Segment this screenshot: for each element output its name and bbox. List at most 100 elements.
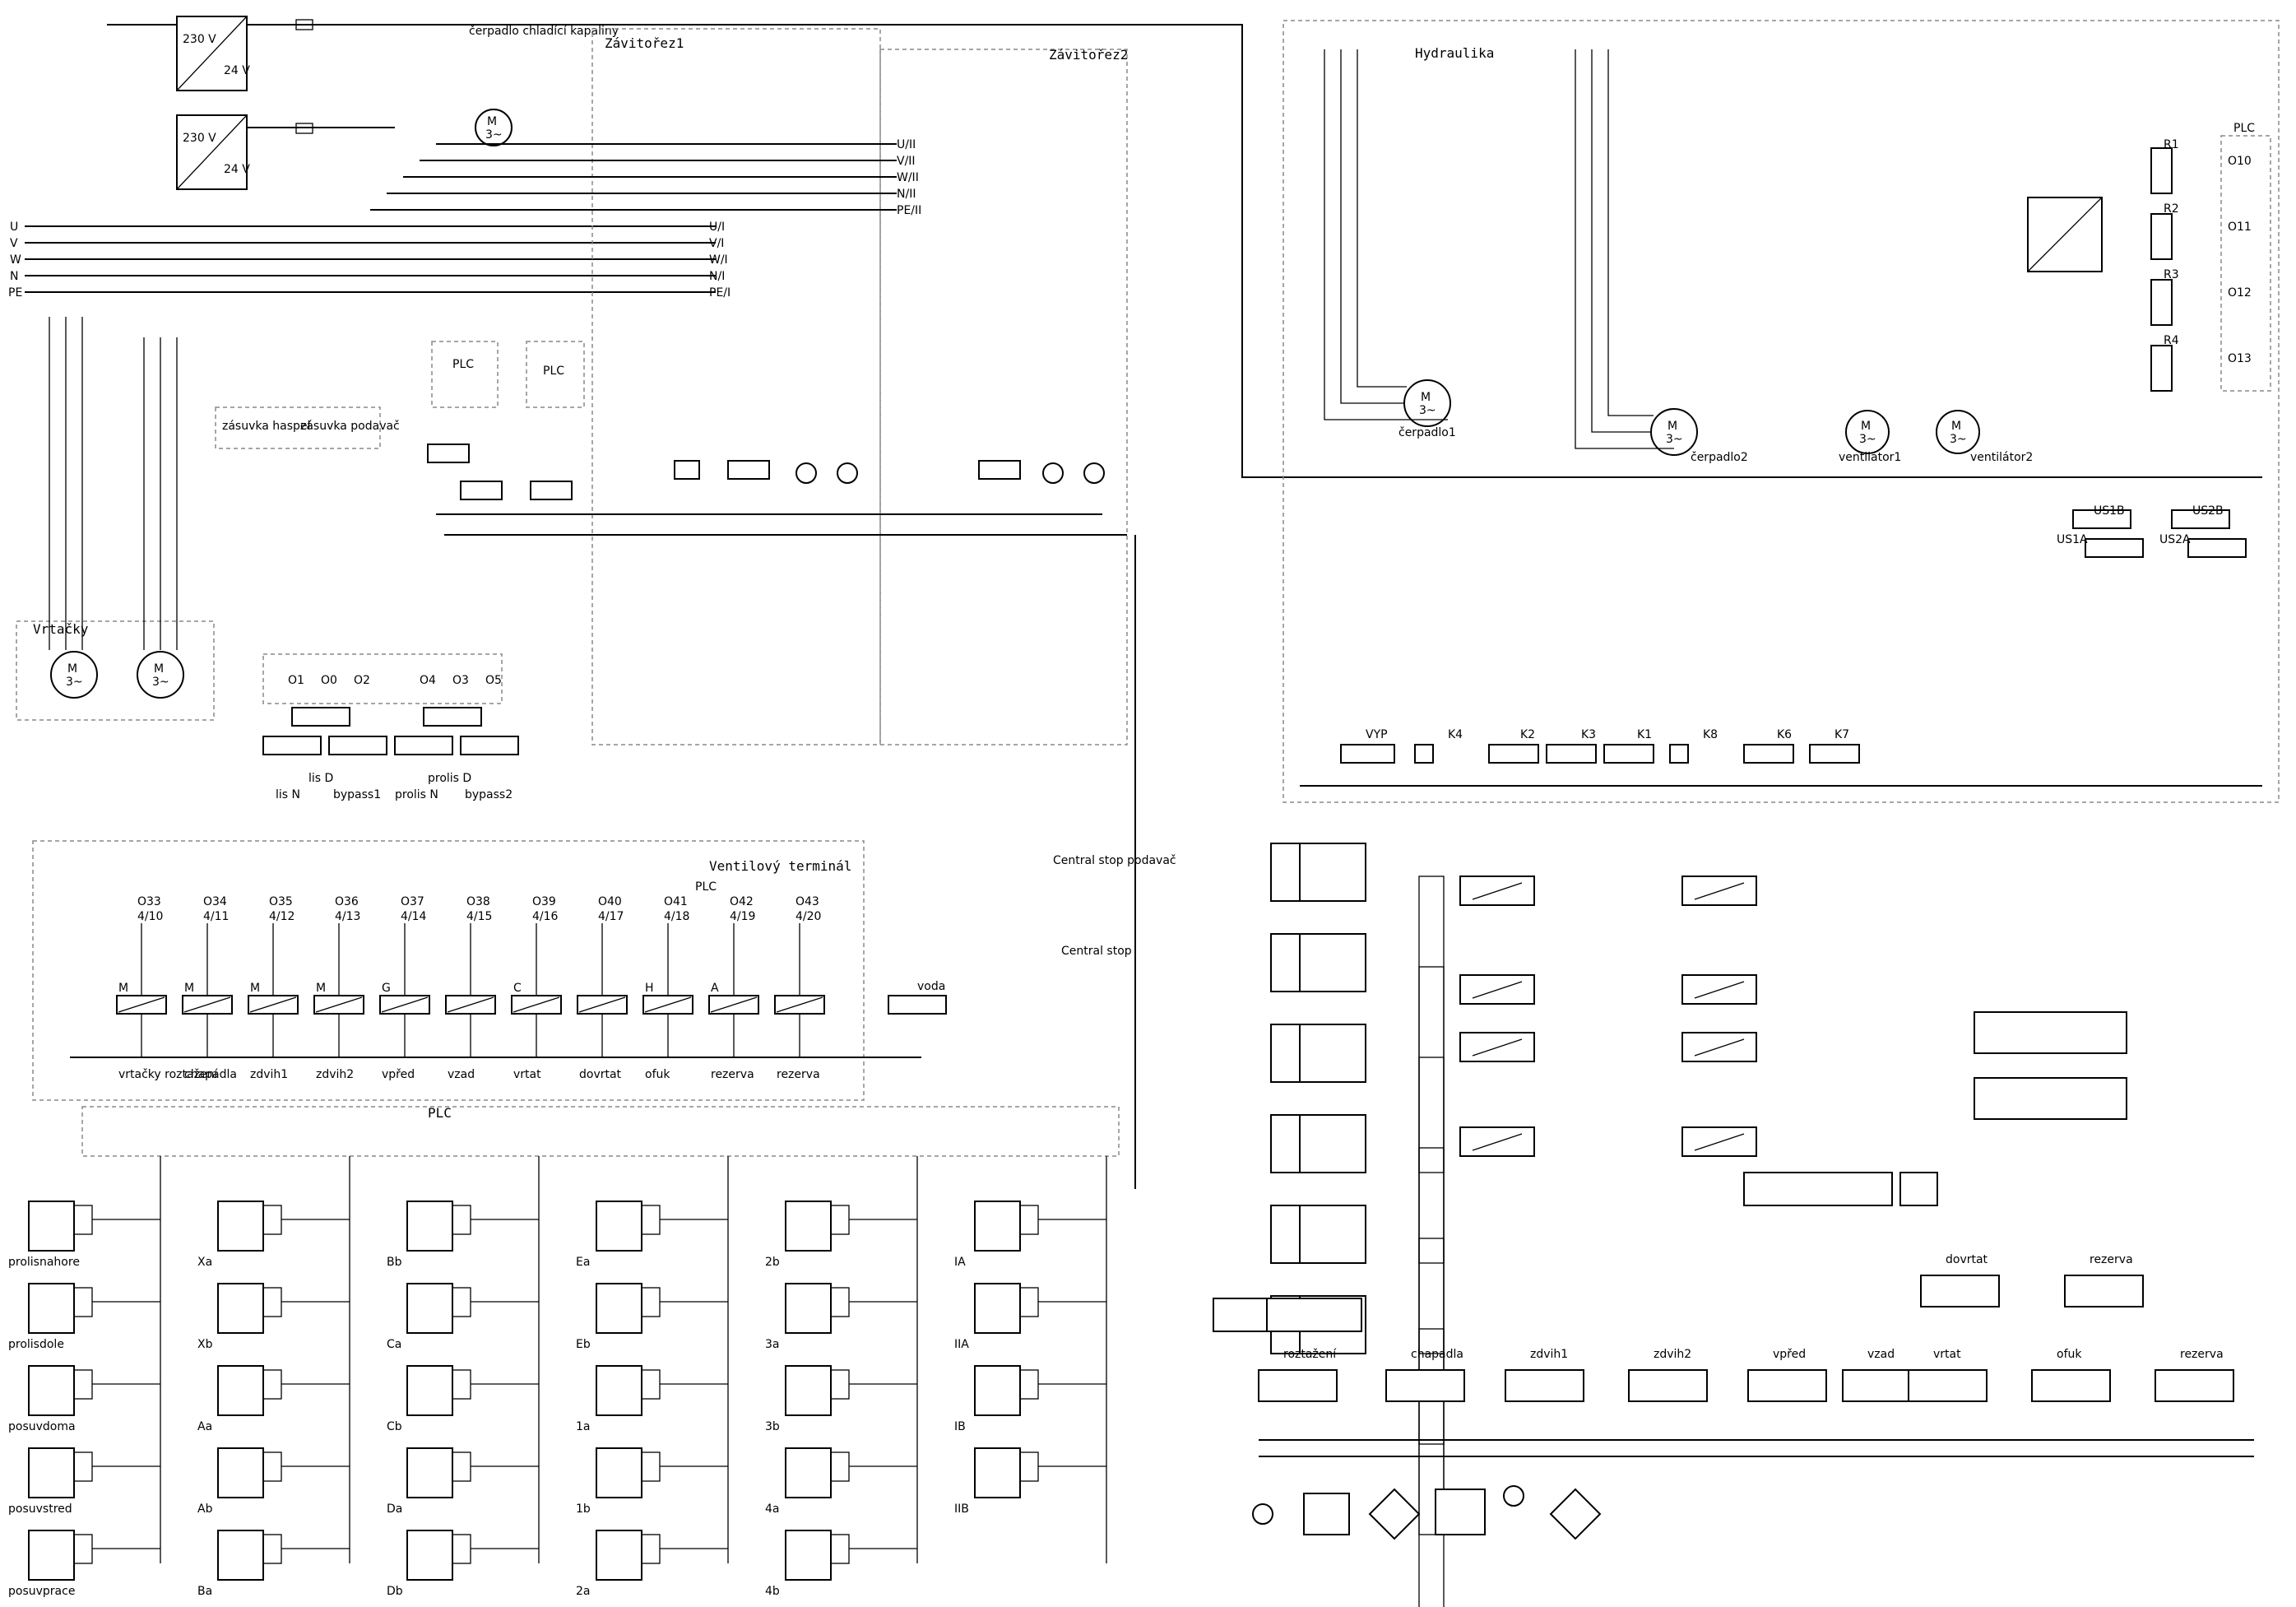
ventil-name: rezerva [711,1068,754,1081]
ventil-output-O40: O40 [598,895,622,908]
sensor-label: 3b [765,1420,780,1433]
svg-text:3~: 3~ [1859,433,1876,446]
rail-label-w: W [10,253,21,267]
pneumatic-valve-label: vzad [1867,1348,1895,1361]
svg-text:3~: 3~ [66,676,83,689]
svg-text:US1A: US1A [2057,533,2088,546]
sensor-block [974,1447,1021,1498]
svg-text:M: M [1421,391,1431,404]
hyd-motor-2: M 3~ čerpadlo2 [1650,408,1748,464]
svg-text:24 V: 24 V [224,64,250,77]
sensor-grid: prolisnahoreprolisdoleposuvdomaposuvstre… [8,1156,1107,1598]
zavitorez1-title: Závitořez1 [605,35,684,51]
svg-text:K8: K8 [1703,728,1718,741]
ventil-ref: 4/14 [401,910,427,923]
rail-label-u: U [10,221,18,234]
sensor-block [28,1530,75,1581]
pneumatic-valve-label: vrtat [1933,1348,1961,1361]
sensor-block [406,1283,453,1334]
ventil-output-O33: O33 [137,895,161,908]
svg-text:3~: 3~ [1419,404,1436,417]
svg-text:prolis D: prolis D [428,772,471,785]
svg-text:lis D: lis D [308,772,333,785]
rail-label-n: N [10,270,18,283]
pneumatic-valve [1628,1369,1708,1402]
ventil-name: dovrtat [579,1068,622,1081]
cylinder-body [1270,1205,1366,1264]
svg-text:230 V: 230 V [183,132,216,145]
vrtacky-title: Vrtačky [33,621,89,637]
ventil-coil-letter: C [513,982,522,995]
ventil-coil-letter: G [382,982,391,995]
ventil-name: vrtačky roztažení [118,1068,218,1081]
ventil-ref: 4/15 [466,910,492,923]
svg-text:O0: O0 [321,674,337,687]
hyd-motor-3: M 3~ ventilátor1 [1839,410,1901,464]
sensor-block [28,1365,75,1416]
sensor-block [406,1447,453,1498]
ventil-output-O37: O37 [401,895,424,908]
svg-text:3~: 3~ [1950,433,1967,446]
sensor-label: prolisnahore [8,1256,80,1269]
pneumatic-valve-label: zdvih2 [1654,1348,1691,1361]
sensor-block [974,1283,1021,1334]
sensor-label: Bb [387,1256,402,1269]
central-stop-podavac-label: Central stop podavač [1053,854,1176,867]
svg-text:PLC: PLC [543,365,564,378]
plc-output-box [262,653,503,704]
pneumatic-valve-label: zdvih1 [1530,1348,1568,1361]
ventil-name: vpřed [382,1068,415,1081]
svg-text:O12: O12 [2228,286,2252,300]
sensor-label: Db [387,1585,403,1598]
throttle-valves [1459,875,1757,1157]
ventil-ref: 4/11 [203,910,229,923]
pneumatic-valve [2064,1275,2144,1307]
svg-text:R1: R1 [2164,138,2179,151]
socket-haspel-label: zásuvka haspel [222,420,310,433]
svg-text:N/II: N/II [897,188,916,201]
ventil-name: zdvih2 [316,1068,354,1081]
sensor-label: 2b [765,1256,780,1269]
svg-text:M: M [1951,420,1961,433]
svg-text:PLC: PLC [428,1105,452,1121]
svg-text:M: M [154,662,164,676]
svg-text:ventilátor2: ventilátor2 [1970,451,2033,464]
sensor-label: Da [387,1502,402,1516]
power-supply-2: 230 V 24 V [176,114,250,190]
sensor-label: Cb [387,1420,402,1433]
cylinder-body [1270,1114,1366,1173]
sensor-block [217,1447,264,1498]
pneumatic-valve-label: rezerva [2090,1253,2133,1266]
svg-text:K7: K7 [1834,728,1849,741]
svg-text:VYP: VYP [1366,728,1388,741]
pneumatic-cylinders [1270,843,1445,1607]
sensor-label: 1a [576,1420,591,1433]
pneumatic-valve [1505,1369,1584,1402]
sensor-label: Ca [387,1338,401,1351]
sensor-label: Ba [197,1585,212,1598]
rail-out-wi: W/I [709,253,728,267]
svg-text:bypass1: bypass1 [333,788,381,801]
sensor-label: Ab [197,1502,213,1516]
svg-text:US2A: US2A [2159,533,2191,546]
ventilovy-terminal-title: Ventilový terminál [709,858,851,874]
svg-text:R3: R3 [2164,268,2179,281]
pneumatic-valve [1385,1369,1465,1402]
svg-text:O10: O10 [2228,155,2252,168]
svg-text:bypass2: bypass2 [465,788,513,801]
pneumatic-valve [1908,1369,1988,1402]
pneumatic-valve-label: chapadla [1411,1348,1463,1361]
cylinder-body [1270,1024,1366,1083]
sensor-label: posuvdoma [8,1420,76,1433]
central-stop-label: Central stop [1061,945,1132,958]
sensor-block [596,1283,642,1334]
cylinder-body [1270,843,1366,902]
hydraulika-box [1283,20,2280,803]
coolant-pump-label: čerpadlo chladící kapaliny [469,25,619,38]
svg-text:K3: K3 [1581,728,1596,741]
hydraulika-title: Hydraulika [1415,45,1494,61]
sensor-label: IIA [954,1338,969,1351]
ventil-coil-letter: M [250,982,260,995]
